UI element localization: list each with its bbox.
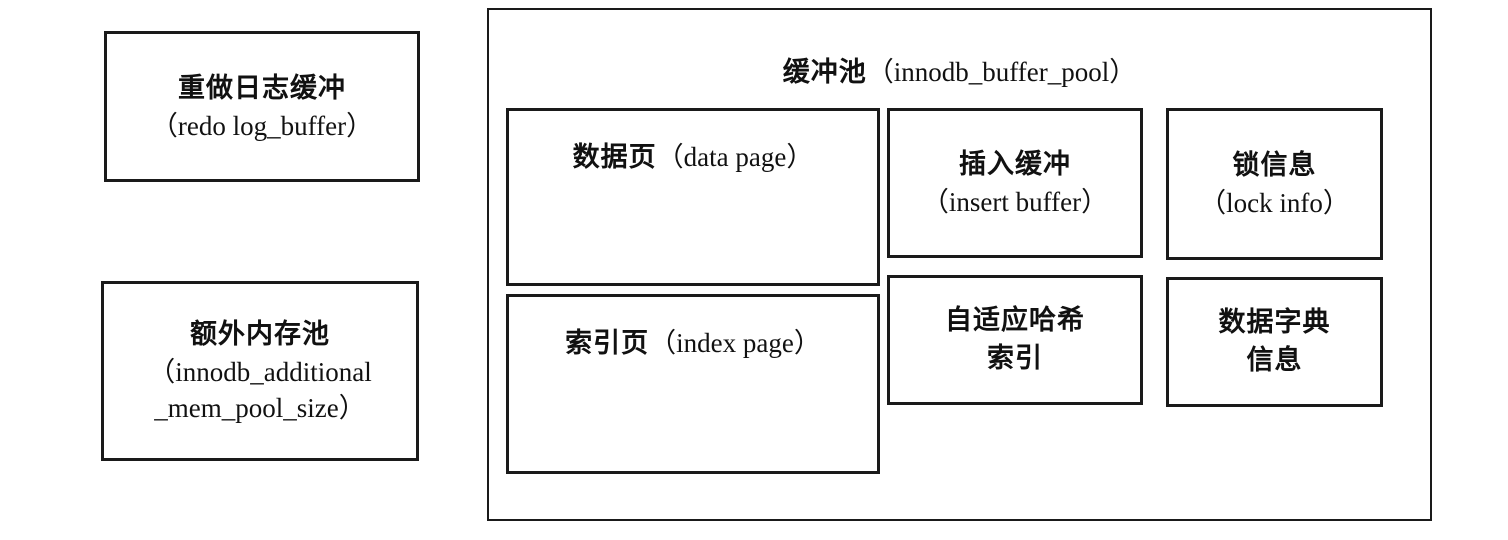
buffer-pool-english: （innodb_buffer_pool） [866, 57, 1137, 87]
insert-buffer-english: （insert buffer） [921, 187, 1109, 217]
data-dictionary-box: 数据字典 信息 [1166, 277, 1383, 407]
index-page-name: 索引页 [565, 328, 650, 359]
insert-buffer-box: 插入缓冲 （insert buffer） [887, 108, 1143, 258]
additional-mem-pool-english-line1: （innodb_additional [148, 357, 372, 387]
redo-log-buffer-box: 重做日志缓冲 （redo log_buffer） [104, 31, 420, 182]
data-page-label: 数据页（data page） [509, 139, 877, 177]
index-page-english: （index page） [649, 328, 821, 358]
data-page-english: （data page） [656, 142, 814, 172]
buffer-pool-title: 缓冲池（innodb_buffer_pool） [489, 54, 1430, 92]
data-page-box: 数据页（data page） [506, 108, 880, 286]
lock-info-english: （lock info） [1199, 188, 1350, 218]
index-page-label: 索引页（index page） [509, 325, 877, 363]
redo-log-buffer-english: （redo log_buffer） [150, 110, 374, 141]
data-page-name: 数据页 [572, 142, 657, 173]
adaptive-hash-index-line1: 自适应哈希 [945, 305, 1085, 336]
lock-info-box: 锁信息 （lock info） [1166, 108, 1383, 260]
additional-mem-pool-english-line2: _mem_pool_size） [154, 393, 366, 423]
lock-info-name: 锁信息 [1232, 150, 1317, 181]
data-dictionary-line2: 信息 [1246, 345, 1303, 376]
index-page-box: 索引页（index page） [506, 294, 880, 474]
buffer-pool-name: 缓冲池 [782, 57, 867, 88]
data-dictionary-line1: 数据字典 [1218, 307, 1331, 338]
insert-buffer-name: 插入缓冲 [959, 149, 1071, 180]
adaptive-hash-index-line2: 索引 [987, 343, 1043, 374]
additional-mem-pool-box: 额外内存池 （innodb_additional _mem_pool_size） [101, 281, 419, 461]
additional-mem-pool-title: 额外内存池 [190, 319, 330, 350]
redo-log-buffer-title: 重做日志缓冲 [178, 72, 346, 104]
adaptive-hash-index-box: 自适应哈希 索引 [887, 275, 1143, 405]
